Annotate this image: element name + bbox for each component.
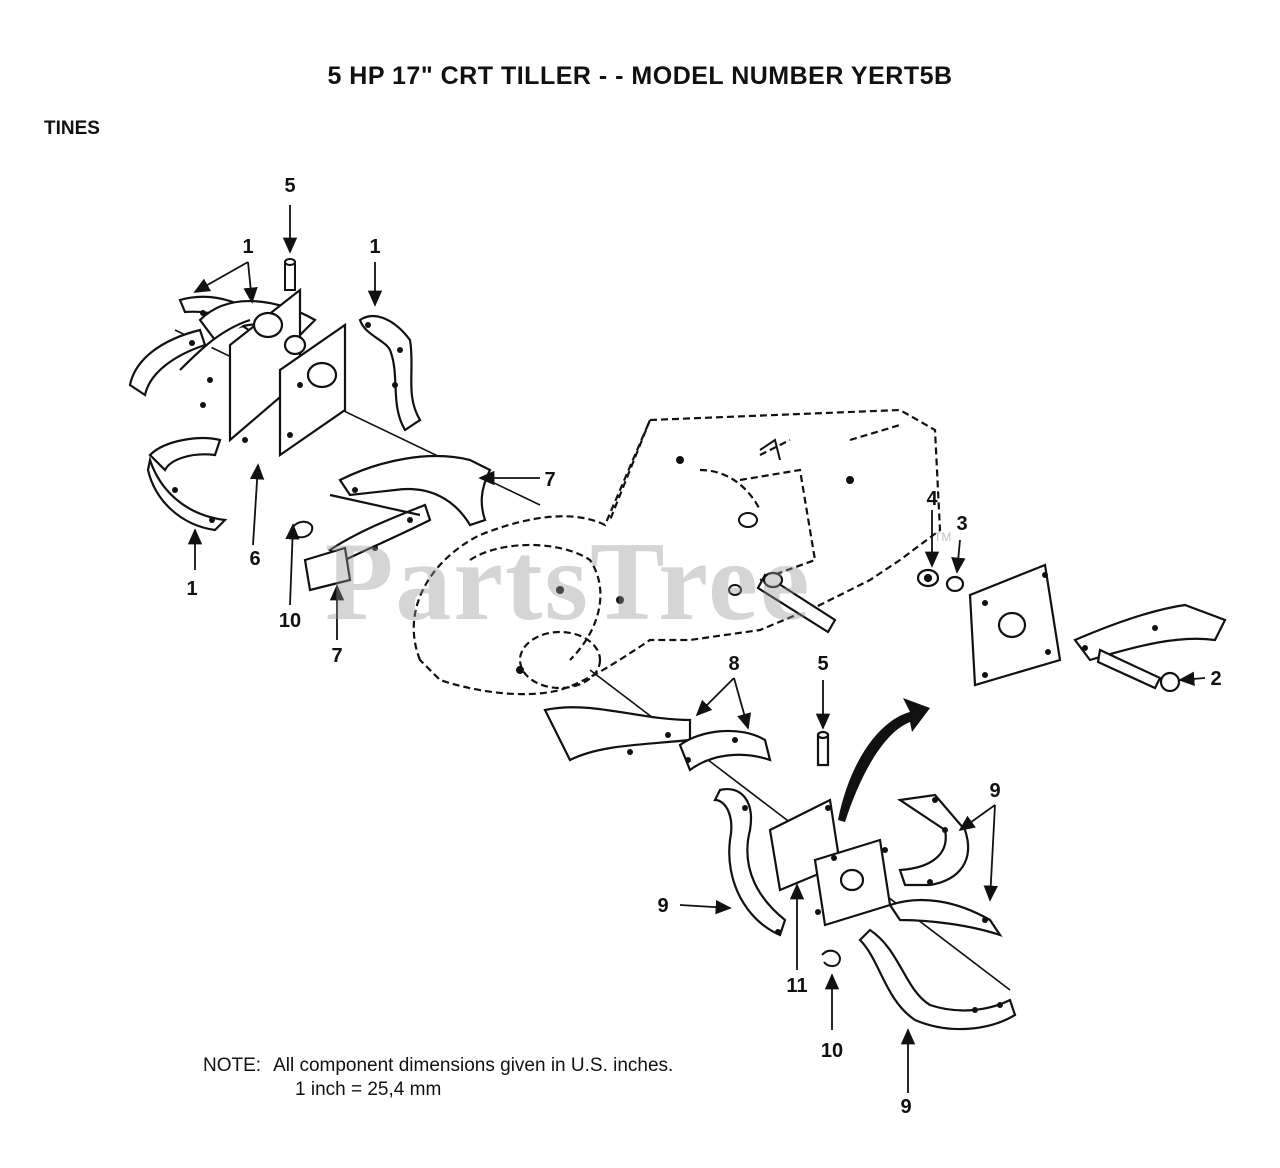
left-tine-bolts xyxy=(172,310,413,551)
left-tine-assembly xyxy=(128,287,541,592)
callout-1: 1 xyxy=(242,236,253,258)
right-axle-shaft xyxy=(756,571,837,634)
section-label: TINES xyxy=(44,118,100,139)
callout-2: 2 xyxy=(1210,668,1221,690)
callout-5: 5 xyxy=(817,653,828,675)
callout-1: 1 xyxy=(369,236,380,258)
hairpin-clip-left xyxy=(291,520,314,539)
leader-lines xyxy=(187,205,1206,1093)
callout-11: 11 xyxy=(786,975,807,997)
right-tine-bolts xyxy=(627,732,1003,1013)
watermark-trademark: TM xyxy=(934,530,952,544)
diagram-title: 5 HP 17" CRT TILLER - - MODEL NUMBER YER… xyxy=(327,62,953,90)
callout-3: 3 xyxy=(956,513,967,535)
callout-9: 9 xyxy=(989,780,1000,802)
callout-7: 7 xyxy=(331,645,342,667)
right-side-hardware xyxy=(916,563,1227,693)
callout-6: 6 xyxy=(249,548,260,570)
watermark-logo: PartsTree xyxy=(325,520,812,644)
callout-5: 5 xyxy=(284,175,295,197)
housing-details xyxy=(516,438,854,674)
note-label: NOTE: xyxy=(203,1055,262,1076)
callout-10: 10 xyxy=(821,1040,843,1062)
right-side-bolts xyxy=(982,572,1158,678)
right-tine-assembly xyxy=(543,669,1017,1031)
hairpin-clip-right xyxy=(821,949,842,968)
callout-9: 9 xyxy=(657,895,668,917)
callout-8: 8 xyxy=(728,653,739,675)
callout-10: 10 xyxy=(279,610,301,632)
callout-7: 7 xyxy=(544,469,555,491)
shear-pin-top xyxy=(284,258,296,291)
callout-4: 4 xyxy=(926,488,938,510)
callout-labels: 1 1 1 2 3 4 5 5 6 7 7 8 9 9 9 10 10 11 xyxy=(186,175,1221,1118)
transmission-housing xyxy=(412,408,942,696)
dimension-note: NOTE: All component dimensions given in U… xyxy=(203,1054,673,1102)
rotation-arrow xyxy=(838,698,930,822)
note-line-1: All component dimensions given in U.S. i… xyxy=(273,1055,674,1076)
note-line-2: 1 inch = 25,4 mm xyxy=(295,1079,442,1100)
callout-1: 1 xyxy=(186,578,197,600)
callout-9: 9 xyxy=(900,1096,911,1118)
